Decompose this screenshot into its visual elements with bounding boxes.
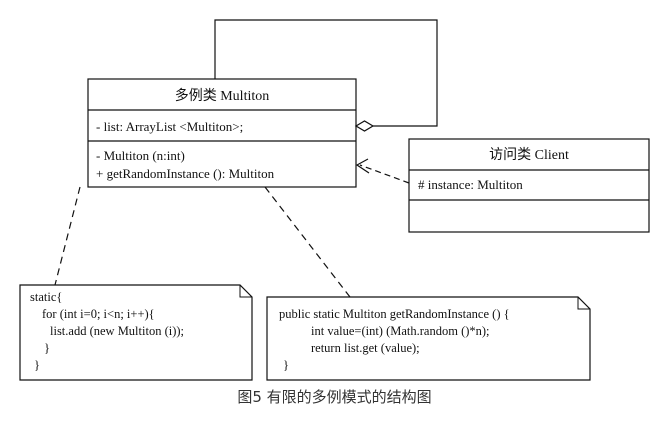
figure-caption: 图5 有限的多例模式的结构图 [237,388,432,406]
multiton-class-border [87,78,357,188]
note-method-line-1: public static Multiton getRandomInstance… [279,307,510,321]
note-static-folded-corner-icon [239,285,252,298]
note-static-line-5: } [34,358,40,372]
dependency-dashed-line [359,164,410,184]
note-static-block: static{ for (int i=0; i<n; i++){ list.ad… [19,284,253,381]
multiton-attribute-list: - list: ArrayList <Multiton>; [96,119,243,134]
client-class-border [408,138,650,233]
note-static-line-1: static{ [30,290,62,304]
note-method-line-3: return list.get (value); [311,341,420,355]
note-method-connector [264,186,351,298]
client-class-title: 访问类 Client [489,147,569,163]
aggregation-diamond-icon [354,120,375,132]
client-class: 访问类 Client # instance: Multiton [408,138,650,233]
open-arrowhead-icon [355,158,370,174]
note-static-border [19,284,253,381]
note-get-random-instance: public static Multiton getRandomInstance… [266,296,591,381]
note-method-line-2: int value=(int) (Math.random ()*n); [311,324,490,338]
note-method-folded-corner-icon [577,297,590,310]
note-static-line-2: for (int i=0; i<n; i++){ [42,307,155,321]
multiton-operation-constructor: - Multiton (n:int) [96,148,185,163]
multiton-operation-get-random-instance: + getRandomInstance (): Multiton [96,166,275,181]
note-method-line-4: } [283,358,289,372]
client-attribute-instance: # instance: Multiton [418,177,523,192]
note-static-line-4: } [44,341,50,355]
multiton-class-title: 多例类 Multiton [175,87,270,104]
note-method-border [266,296,591,381]
dependency-arrow [355,158,410,184]
multiton-class: 多例类 Multiton - list: ArrayList <Multiton… [87,78,357,188]
note-static-connector [54,186,81,286]
note-static-line-3: list.add (new Multiton (i)); [50,324,184,338]
self-aggregation-line [214,19,438,127]
self-aggregation [214,19,438,132]
